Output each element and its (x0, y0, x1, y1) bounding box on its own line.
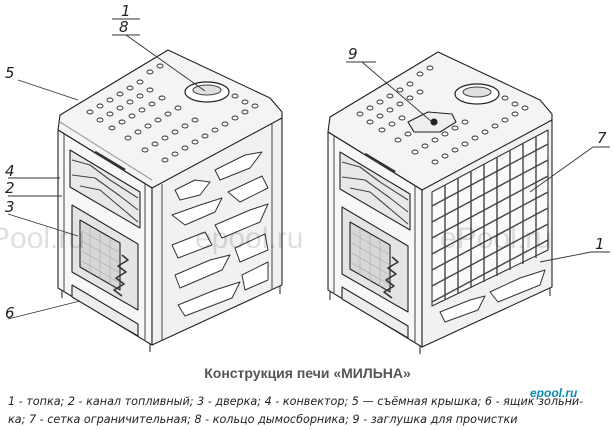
callout-6: 6 (5, 304, 15, 322)
watermark-2: epool.ru (195, 222, 303, 255)
callout-8: 8 (119, 18, 129, 36)
callout-9: 9 (348, 45, 358, 63)
watermark-1: Pool.ru (0, 222, 85, 255)
brand-logo-text: epool.ru (530, 386, 578, 400)
legend: 1 - топка; 2 - канал топливный; 3 - двер… (8, 393, 608, 429)
right-stove (327, 51, 553, 354)
callout-1-right: 1 (595, 235, 605, 253)
legend-line-2: ка; 7 - сетка ограничительная; 8 - кольц… (8, 413, 518, 426)
callout-2: 2 (5, 179, 15, 197)
callout-7: 7 (597, 129, 607, 147)
diagram-title: Конструкция печи «МИЛЬНА» (204, 365, 411, 381)
callout-1-left: 1 (121, 2, 131, 20)
callout-leaders (7, 18, 610, 320)
callout-4: 4 (5, 162, 15, 180)
watermark-3: ePool.ru (440, 222, 552, 255)
callout-3: 3 (5, 198, 15, 216)
left-stove (57, 49, 283, 352)
callout-5: 5 (5, 64, 15, 82)
legend-line-1: 1 - топка; 2 - канал топливный; 3 - двер… (8, 395, 584, 408)
